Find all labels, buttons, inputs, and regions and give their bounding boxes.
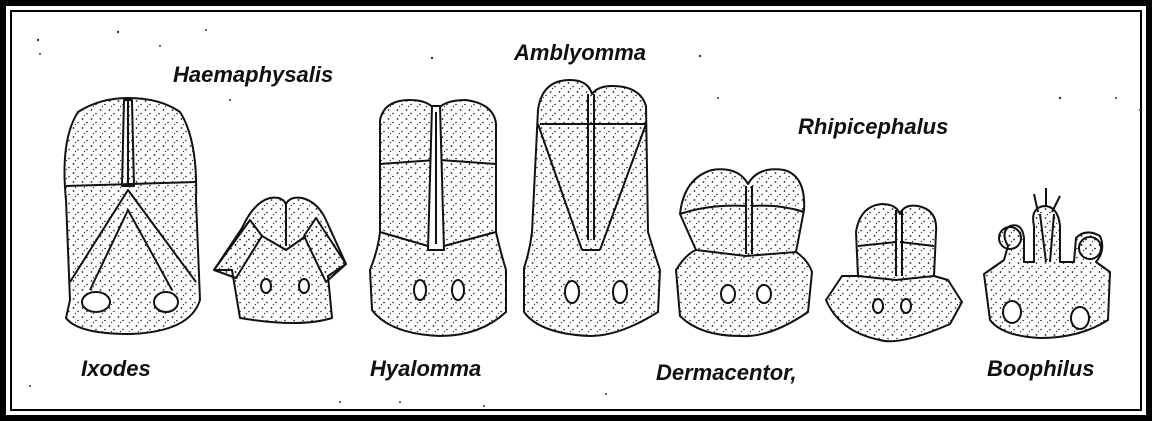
rhipicephalus-capitulum [826,204,962,341]
label-ixodes: Ixodes [81,356,151,382]
label-dermacentor: Dermacentor, [656,360,797,386]
label-haemaphysalis: Haemaphysalis [173,62,333,88]
boophilus-capitulum [984,188,1110,338]
label-hyalomma: Hyalomma [370,356,481,382]
ixodes-capitulum [65,98,201,334]
hyalomma-capitulum [370,100,506,336]
label-boophilus: Boophilus [987,356,1095,382]
label-rhipicephalus: Rhipicephalus [798,114,948,140]
haemaphysalis-capitulum [214,198,346,323]
amblyomma-capitulum [524,80,660,336]
label-amblyomma: Amblyomma [514,40,646,66]
dermacentor-capitulum [676,169,812,336]
